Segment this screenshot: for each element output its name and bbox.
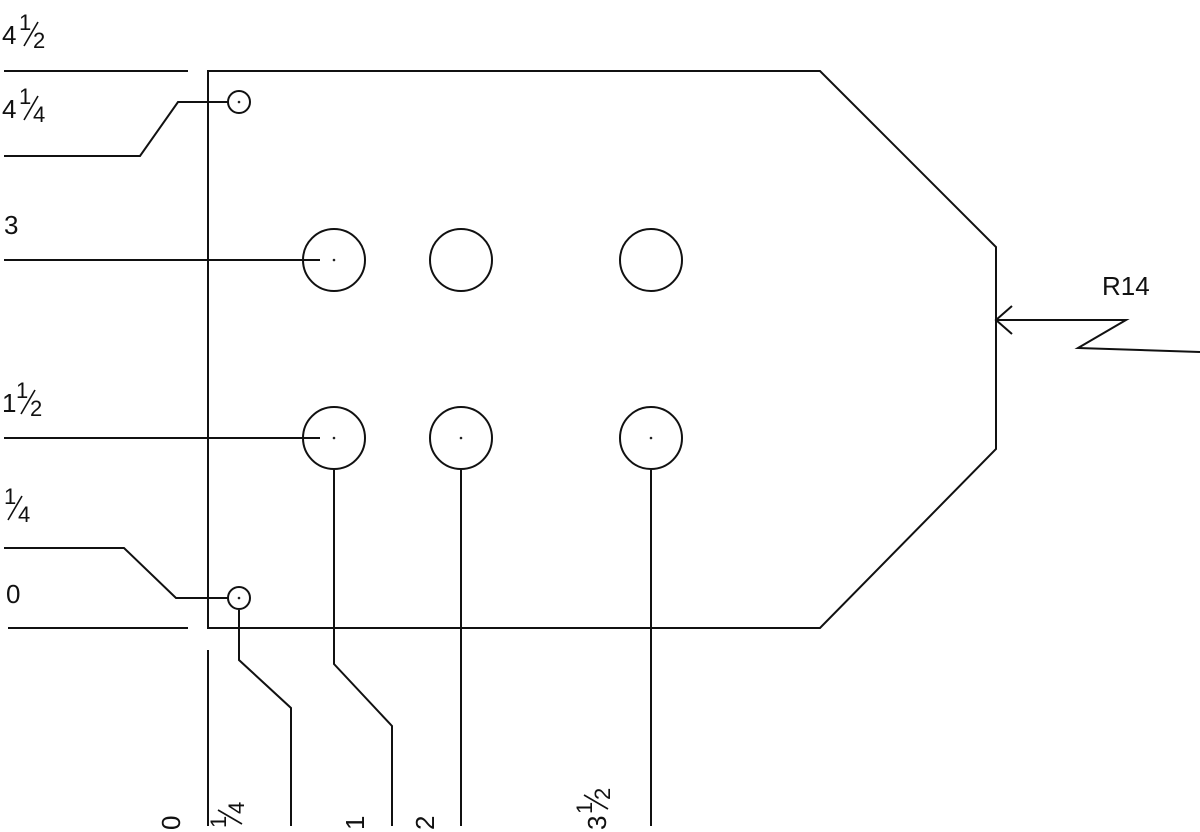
callout-label: R14 — [1102, 271, 1150, 301]
svg-text:2: 2 — [410, 816, 440, 830]
label-top-edge: 4 1 2 — [2, 10, 45, 53]
svg-text:4: 4 — [224, 802, 249, 814]
svg-text:1: 1 — [16, 378, 28, 403]
small-hole-top-center — [237, 100, 241, 104]
svg-text:4: 4 — [2, 20, 16, 50]
label-small-hole: 1 4 — [206, 802, 249, 828]
svg-text:0: 0 — [156, 816, 186, 830]
label-lower-row: 1 1 2 — [2, 378, 42, 421]
svg-text:2: 2 — [30, 396, 42, 421]
hole-lower-3-center — [649, 436, 653, 440]
label-second-column: 2 — [410, 816, 440, 830]
svg-text:4: 4 — [33, 102, 45, 127]
svg-text:4: 4 — [18, 502, 30, 527]
label-third-column: 3 1 2 — [572, 788, 615, 830]
hole-upper-3 — [619, 228, 683, 292]
svg-text:2: 2 — [590, 788, 615, 800]
label-upper-row: 3 — [4, 210, 18, 240]
hole-lower-1-center — [332, 436, 336, 440]
plate-outline — [207, 70, 997, 629]
svg-text:4: 4 — [2, 94, 16, 124]
dim-leader-first-column — [333, 470, 393, 826]
dim-leader-bottom-hole — [4, 547, 228, 599]
label-left-edge: 0 — [156, 816, 186, 830]
label-bottom-hole: 1 4 — [4, 484, 30, 527]
svg-text:1: 1 — [572, 802, 597, 814]
dim-leader-small-hole — [238, 610, 292, 826]
small-hole-bottom-center — [237, 596, 241, 600]
svg-text:1: 1 — [2, 388, 16, 418]
svg-text:3: 3 — [582, 816, 612, 830]
svg-text:1: 1 — [4, 484, 16, 509]
hole-upper-1-center — [332, 258, 336, 262]
label-bottom-edge: 0 — [6, 579, 20, 609]
hole-lower-2-center — [459, 436, 463, 440]
label-top-hole: 4 1 4 — [2, 84, 45, 127]
label-first-column: 1 — [340, 816, 370, 830]
svg-text:1: 1 — [19, 10, 31, 35]
svg-text:1: 1 — [340, 816, 370, 830]
dim-leader-top-hole — [4, 101, 228, 157]
hole-upper-2 — [429, 228, 493, 292]
svg-text:1: 1 — [206, 816, 231, 828]
callout-arrowhead — [994, 305, 1013, 335]
svg-text:2: 2 — [33, 28, 45, 53]
callout-leader — [996, 319, 1200, 353]
svg-text:1: 1 — [19, 84, 31, 109]
